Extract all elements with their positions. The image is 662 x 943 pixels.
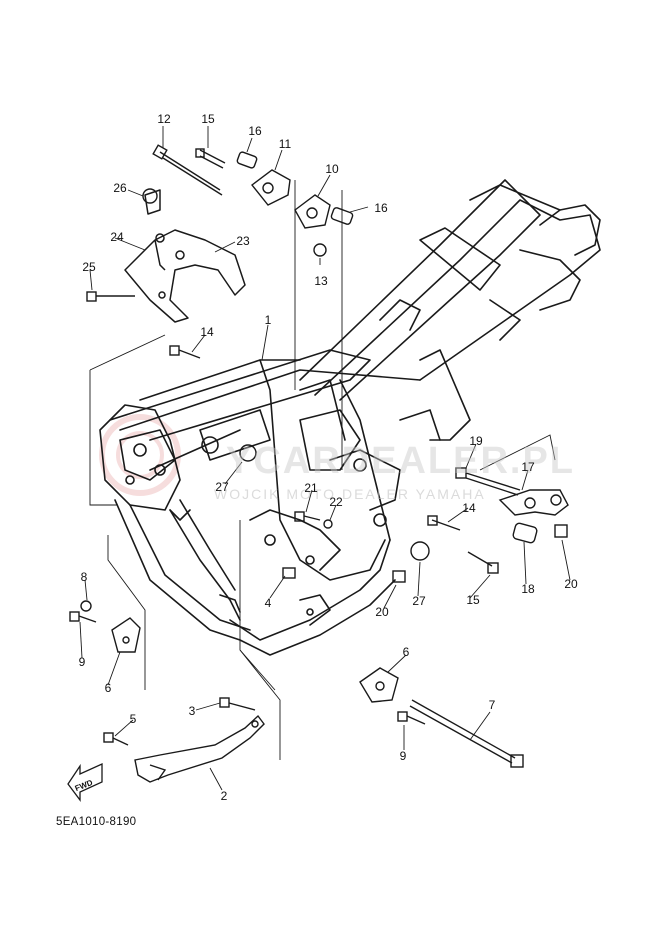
callout-10: 10 (325, 162, 339, 176)
callout-24: 24 (110, 230, 124, 244)
main-frame (99, 179, 601, 656)
watermark-logo (99, 414, 181, 496)
callout-9-right: 9 (399, 749, 407, 763)
callout-15-right: 15 (466, 593, 480, 607)
callout-12: 12 (157, 112, 171, 126)
callout-3: 3 (188, 704, 196, 718)
callout-15-top: 15 (201, 112, 215, 126)
callout-6-left: 6 (104, 681, 112, 695)
callout-7: 7 (488, 698, 496, 712)
callout-16-right: 16 (374, 201, 388, 215)
callout-11: 11 (278, 137, 292, 151)
callout-25: 25 (82, 260, 96, 274)
watermark-subtext: WOJCIK MOTO DEALER YAMAHA (214, 486, 486, 502)
callout-23: 23 (236, 234, 250, 248)
callout-20-right: 20 (564, 577, 578, 591)
callout-14-left: 14 (200, 325, 214, 339)
watermark-text: YCARDEALER.PL (226, 440, 576, 482)
fasteners (69, 144, 569, 783)
front-bracket-23-24 (124, 189, 246, 323)
fwd-arrow-icon (67, 762, 103, 802)
callout-16-top: 16 (248, 124, 262, 138)
callout-9-left: 9 (78, 655, 86, 669)
callout-17: 17 (521, 460, 535, 474)
callout-4: 4 (264, 596, 272, 610)
callout-6-right: 6 (402, 645, 410, 659)
callout-5: 5 (129, 712, 137, 726)
callout-8: 8 (80, 570, 88, 584)
part-code: 5EA1010-8190 (56, 816, 137, 828)
callout-27-left: 27 (215, 480, 229, 494)
callout-2: 2 (220, 789, 228, 803)
callout-22: 22 (329, 495, 343, 509)
callout-20-center: 20 (375, 605, 389, 619)
callout-1: 1 (264, 313, 272, 327)
callout-14-right: 14 (462, 501, 476, 515)
callout-27-right: 27 (412, 594, 426, 608)
callout-13: 13 (314, 274, 328, 288)
callout-18: 18 (521, 582, 535, 596)
callout-19: 19 (469, 434, 483, 448)
leader-lines (79, 126, 571, 791)
callout-26: 26 (113, 181, 127, 195)
callout-21: 21 (304, 481, 318, 495)
